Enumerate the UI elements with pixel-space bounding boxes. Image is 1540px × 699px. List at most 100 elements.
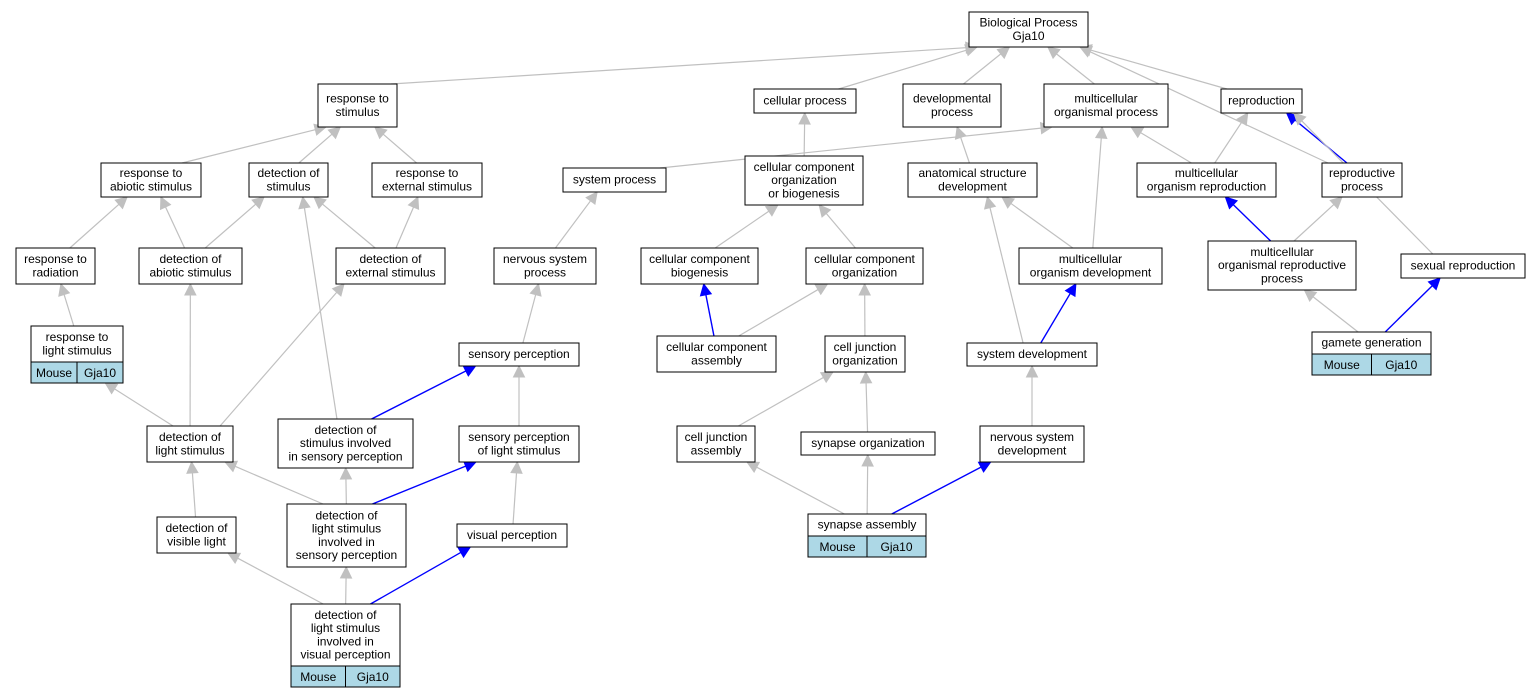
edge-arrowhead — [699, 282, 713, 297]
node-label-line: developmental — [913, 92, 991, 106]
node-label-line: system development — [977, 347, 1088, 361]
node-box — [371, 162, 483, 198]
node-label-line: organization — [771, 173, 836, 187]
node-box — [156, 516, 237, 554]
edge-multi-repro-proc-to-multi-repro — [1224, 196, 1272, 242]
node-label-line: light stimulus — [155, 443, 224, 457]
annotation-gene-cell — [76, 361, 124, 384]
edge-line — [554, 200, 592, 249]
annotation-gene: Gja10 — [357, 670, 389, 684]
node-label-line: organism reproduction — [1147, 179, 1266, 193]
edge-arrowhead — [331, 283, 345, 297]
node-label-line: light stimulus — [311, 621, 380, 635]
edge-syn-assembly-to-nerv-sys-dev — [891, 461, 992, 515]
node-label-line: system process — [573, 173, 656, 187]
edge-line — [63, 294, 75, 327]
annotation-species: Mouse — [36, 366, 72, 380]
node-box — [1043, 83, 1169, 128]
edge-line — [322, 203, 376, 249]
edge-arrowhead — [529, 282, 542, 297]
edge-cc-assembly-to-cc-biogen — [699, 282, 715, 337]
node-box — [800, 431, 936, 456]
edge-arrowhead — [764, 204, 779, 217]
node-box — [979, 425, 1085, 463]
node-box — [146, 425, 234, 463]
edge-cc-biogen-to-ccob — [714, 204, 779, 249]
node-label-line: radiation — [32, 265, 78, 279]
edge-arrowhead — [1001, 196, 1016, 209]
node-label-line: or biogenesis — [768, 186, 839, 200]
edge-arrowhead — [374, 126, 388, 140]
node-syn-org: synapse organization — [800, 431, 936, 456]
edge-line — [1092, 137, 1102, 249]
node-box — [248, 162, 329, 198]
edge-multi-proc-to-bp — [1047, 46, 1095, 85]
edge-arrowhead — [585, 191, 598, 205]
edge-arrowhead — [184, 282, 197, 296]
node-box — [1136, 162, 1277, 198]
edge-syn-assembly-to-syn-org — [861, 453, 874, 515]
edge-line — [298, 133, 333, 164]
edge-line — [1384, 285, 1433, 333]
annotation-gene-cell — [345, 665, 401, 688]
edge-line — [1010, 202, 1074, 249]
edge-multi-dev-to-multi-proc — [1092, 125, 1108, 249]
edge-line — [1056, 53, 1095, 85]
edge-cj-assembly-to-cj-org — [738, 371, 834, 427]
node-sys-dev: system development — [966, 342, 1098, 367]
node-label-line: external stimulus — [382, 179, 472, 193]
edge-arrowhead — [58, 282, 71, 297]
edge-line — [1214, 121, 1243, 164]
edge-line — [69, 203, 120, 249]
node-box — [317, 83, 398, 128]
edge-arrowhead — [114, 196, 128, 210]
node-label-line: sexual reproduction — [1411, 259, 1516, 273]
edge-arrowhead — [983, 195, 997, 210]
node-box — [286, 503, 407, 568]
edge-line — [234, 465, 324, 505]
edge-resp-light-to-resp-rad — [58, 282, 75, 327]
edge-line — [960, 137, 970, 164]
edge-arrowhead — [798, 111, 811, 125]
edge-line — [114, 388, 174, 427]
edge-arrowhead — [339, 565, 353, 579]
edge-resp-abiotic-to-resp-stim — [181, 123, 328, 164]
edge-arrowhead — [1047, 46, 1061, 60]
node-label-line: nervous system — [990, 430, 1074, 444]
edge-line — [1293, 203, 1335, 242]
edge-arrowhead — [861, 453, 874, 467]
edge-arrowhead — [223, 460, 239, 473]
edge-line — [382, 133, 417, 164]
node-box — [676, 425, 756, 463]
node-label-line: organization — [832, 353, 897, 367]
node-box — [824, 335, 906, 373]
edge-arrowhead — [104, 382, 119, 395]
edge-nerv-sys-dev-to-sys-dev — [1025, 364, 1039, 426]
node-label-line: assembly — [691, 443, 742, 457]
edge-det-stim-to-resp-stim — [298, 126, 342, 164]
edge-arrowhead — [510, 460, 523, 474]
edge-arrowhead — [819, 371, 834, 384]
edge-line — [371, 370, 467, 420]
node-label-line: detection of — [315, 508, 378, 522]
edge-nerv-sys-proc-to-sys-proc — [554, 191, 598, 249]
edge-multi-repro-to-repro — [1214, 112, 1249, 164]
node-label-line: light stimulus — [312, 522, 381, 536]
edge-det-light-to-det-abiotic — [184, 282, 197, 427]
node-label-line: detection of — [257, 166, 320, 180]
edge-anat-dev-to-dev-proc — [954, 125, 970, 164]
